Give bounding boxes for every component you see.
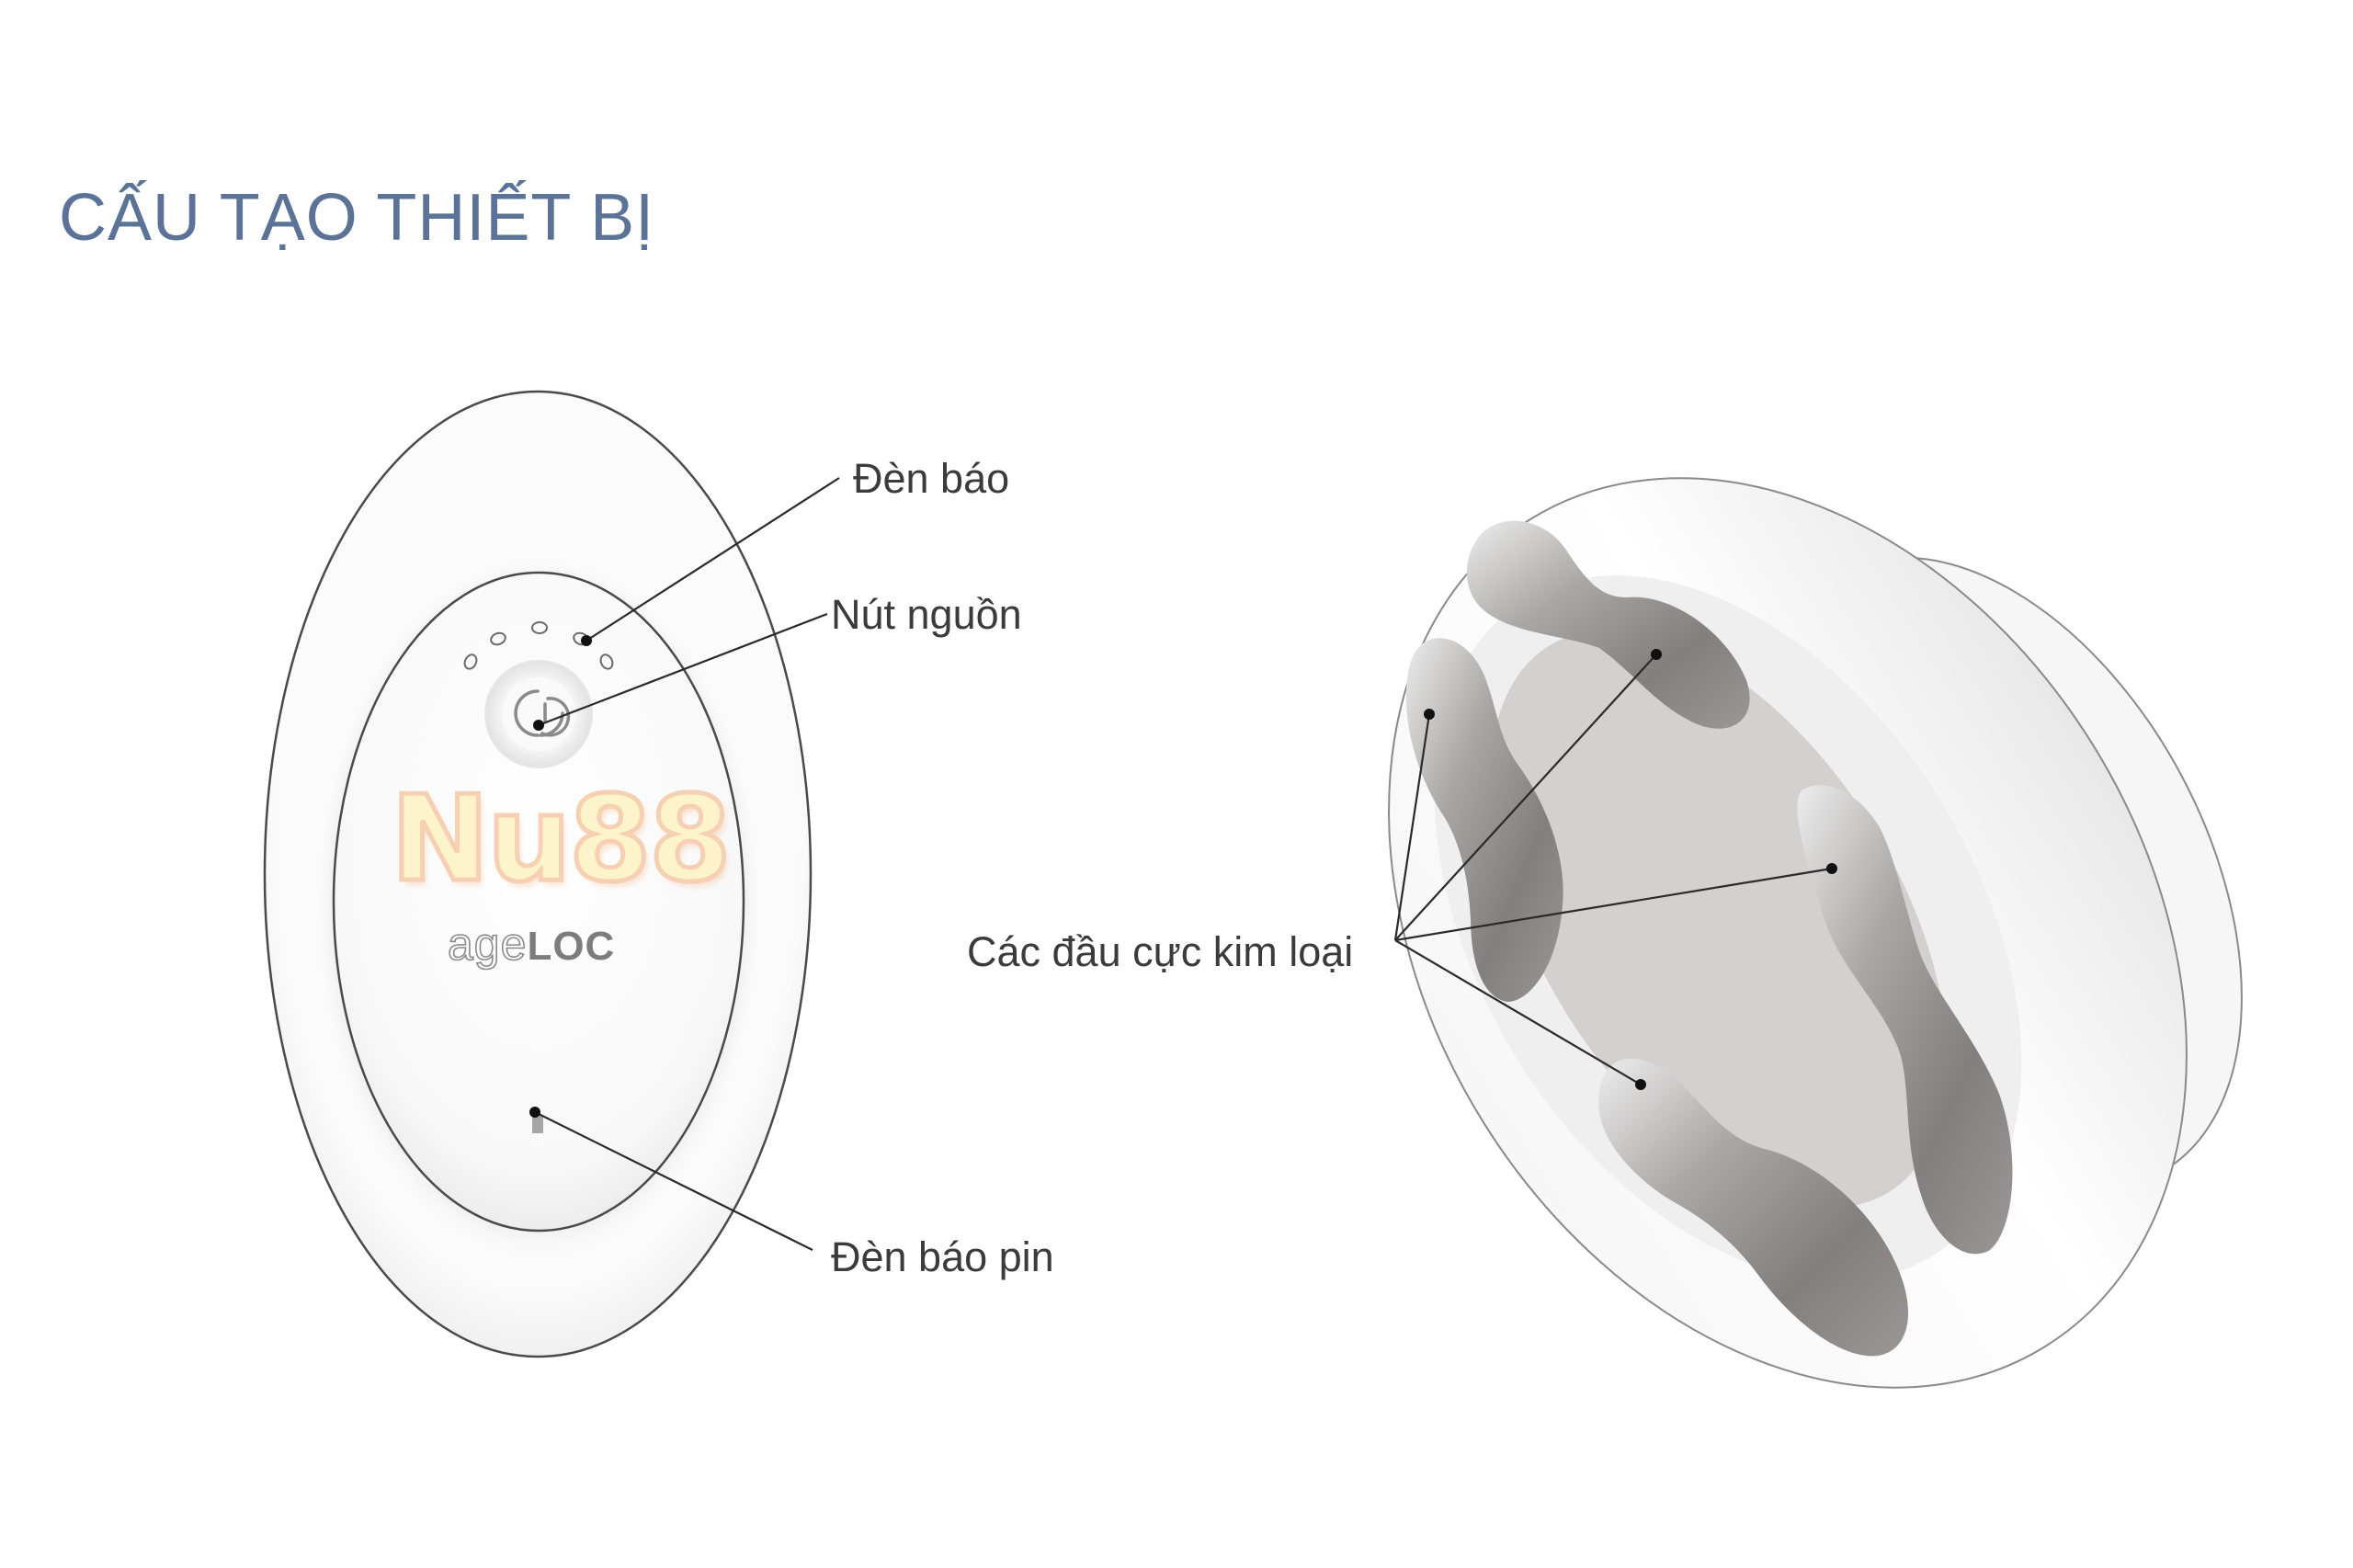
electrode-top — [1466, 520, 1750, 729]
electrode-left — [1406, 638, 1563, 1002]
brand-logo-suffix: LOC — [527, 924, 616, 969]
power-button[interactable] — [484, 660, 593, 768]
label-battery-indicator: Đèn báo pin — [831, 1233, 1054, 1280]
indicator-lights — [463, 621, 614, 670]
page-title: CẤU TẠO THIẾT BỊ — [59, 181, 655, 255]
brand-logo-prefix: age — [447, 918, 528, 970]
label-power-button: Nút nguồn — [831, 591, 1022, 638]
indicator-light-icon — [599, 653, 614, 670]
device-inner-face — [332, 571, 745, 1233]
electrode-right — [1797, 785, 2013, 1255]
indicator-light-icon — [531, 621, 548, 634]
battery-indicator-icon — [532, 1116, 543, 1133]
device-back — [1388, 477, 2243, 1389]
brand-logo: ageLOC — [447, 918, 616, 970]
label-indicator-light: Đèn báo — [853, 455, 1010, 502]
indicator-light-icon — [463, 653, 478, 670]
callout-lines — [534, 477, 1833, 1251]
metal-electrodes — [1406, 520, 2013, 1357]
device-front — [263, 390, 813, 1358]
watermark: Nu88 — [388, 771, 733, 908]
electrode-bottom — [1598, 1058, 1909, 1357]
callout-dots — [529, 635, 1837, 1118]
label-metal-electrodes: Các đầu cực kim loại — [967, 928, 1354, 975]
indicator-light-icon — [490, 631, 506, 646]
